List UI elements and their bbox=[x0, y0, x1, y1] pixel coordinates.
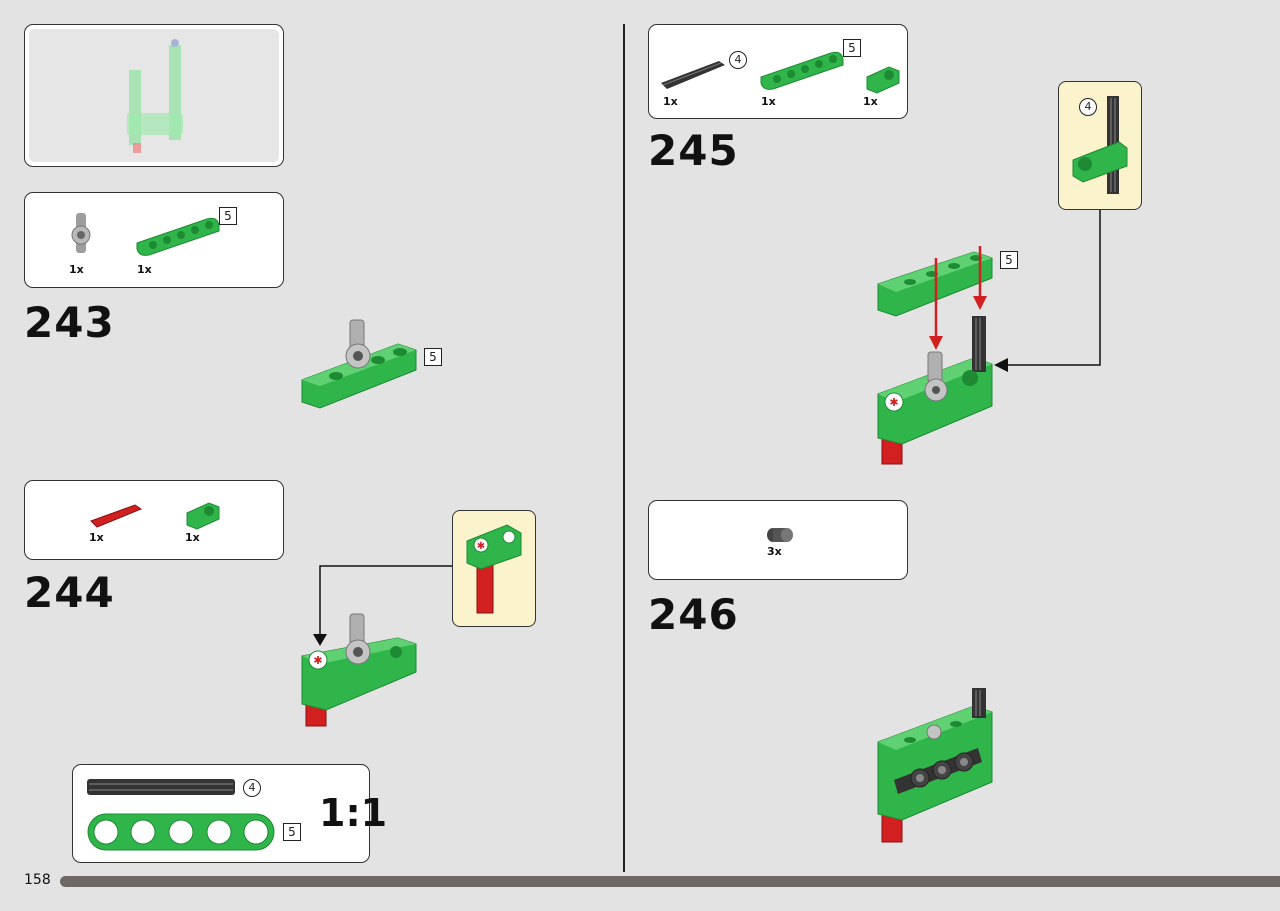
beam-size-label: 5 bbox=[283, 823, 301, 841]
submodel-ghost-illustration bbox=[127, 39, 183, 153]
step-246-parts-box: 3x bbox=[648, 500, 908, 580]
step-number-245: 245 bbox=[648, 126, 739, 175]
beam-5-part bbox=[136, 217, 220, 256]
callout-subassembly-illustration bbox=[1072, 96, 1128, 194]
scale-reference-box: 4 5 1:1 bbox=[72, 764, 387, 863]
axle-4-scale-illustration bbox=[87, 779, 235, 795]
step-number-246: 246 bbox=[648, 590, 739, 639]
page-progress-bar bbox=[60, 876, 1280, 887]
part-qty: 1x bbox=[863, 95, 878, 108]
step-244-model-illustration: ✱ bbox=[301, 613, 417, 727]
callout-pointer-arrow bbox=[313, 565, 452, 646]
scale-ratio: 1:1 bbox=[319, 791, 388, 835]
step-246-model-illustration bbox=[877, 688, 993, 843]
part-qty: 1x bbox=[137, 263, 152, 276]
axle-4-part bbox=[661, 61, 725, 89]
submodel-preview-panel bbox=[29, 29, 279, 162]
part-qty: 1x bbox=[89, 531, 104, 544]
step-245-model-illustration: ✱ bbox=[877, 246, 993, 465]
part-qty: 1x bbox=[185, 531, 200, 544]
part-size-label: 4 bbox=[729, 51, 747, 69]
step-243-model-illustration bbox=[301, 319, 417, 409]
page-divider bbox=[623, 24, 625, 872]
part-qty: 1x bbox=[69, 263, 84, 276]
svg-text:✱: ✱ bbox=[313, 654, 322, 667]
step-243-parts-box: 1x 5 1x bbox=[24, 192, 284, 288]
svg-text:✱: ✱ bbox=[889, 396, 898, 409]
green-connector-part bbox=[186, 502, 220, 530]
step-number-244: 244 bbox=[24, 568, 115, 617]
page-number: 158 bbox=[24, 872, 51, 888]
step-245-parts-box: 4 1x 5 1x 1x bbox=[648, 24, 908, 119]
bushing-part bbox=[767, 528, 793, 542]
part-qty: 1x bbox=[761, 95, 776, 108]
red-axle-pin-part bbox=[90, 504, 143, 528]
beam-5-scale-illustration bbox=[87, 813, 275, 851]
svg-text:✱: ✱ bbox=[477, 541, 485, 552]
step-244-callout: ✱ bbox=[452, 510, 536, 627]
beam-5-part bbox=[760, 51, 844, 90]
part-qty: 1x bbox=[663, 95, 678, 108]
callout-subassembly-illustration: ✱ bbox=[466, 524, 522, 614]
part-size-label: 5 bbox=[843, 39, 861, 57]
axle-size-label: 4 bbox=[243, 779, 261, 797]
model-size-label: 5 bbox=[424, 348, 442, 366]
submodel-preview-box bbox=[24, 24, 284, 167]
step-244-parts-box: 1x 1x bbox=[24, 480, 284, 560]
callout-size-label: 4 bbox=[1079, 98, 1097, 116]
part-qty: 3x bbox=[767, 545, 782, 558]
step-245-callout: 4 bbox=[1058, 81, 1142, 210]
connector-gray-part bbox=[71, 213, 91, 253]
step-number-243: 243 bbox=[24, 298, 115, 347]
model-size-label: 5 bbox=[1000, 251, 1018, 269]
callout-pointer-arrow bbox=[994, 210, 1101, 372]
part-size-label: 5 bbox=[219, 207, 237, 225]
green-connector-part bbox=[866, 66, 900, 94]
